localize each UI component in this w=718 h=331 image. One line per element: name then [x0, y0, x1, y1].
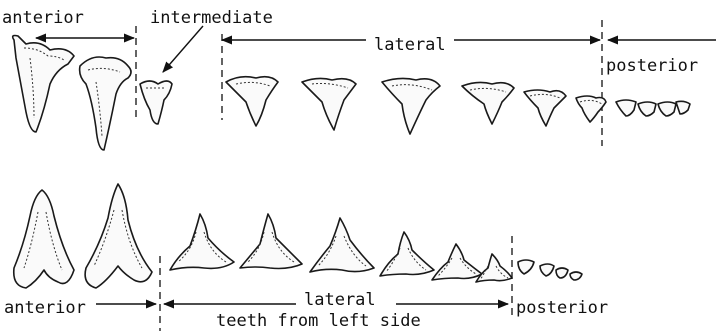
upper-anterior-tooth-1: [13, 36, 74, 133]
lower-lateral-tooth-3: [310, 218, 374, 272]
lower-lateral-tooth-2: [240, 214, 302, 269]
upper-lateral-label: lateral: [374, 35, 446, 55]
lower-anterior-tooth-1: [14, 190, 74, 288]
lower-lateral-tooth-1: [170, 214, 234, 270]
lower-lateral-tooth-5: [432, 244, 482, 280]
lower-anterior-tooth-2: [85, 184, 152, 288]
lower-anterior-label: anterior: [4, 298, 86, 318]
upper-anterior-tooth-2: [80, 57, 131, 150]
lower-posterior-label: posterior: [516, 298, 608, 318]
upper-intermediate-label: intermediate: [150, 8, 273, 28]
upper-lateral-tooth-2: [302, 78, 356, 130]
lower-caption: teeth from left side: [216, 311, 421, 331]
upper-intermediate-tooth: [140, 81, 172, 124]
lower-lateral-tooth-4: [380, 232, 434, 276]
upper-lateral-tooth-5: [524, 90, 566, 126]
upper-lateral-tooth-3: [382, 78, 440, 134]
intermediate-pointer-arrow: [163, 26, 203, 72]
upper-lateral-tooth-4: [462, 82, 514, 124]
lower-lateral-tooth-6: [476, 254, 512, 282]
upper-lateral-tooth-1: [226, 77, 278, 126]
lower-lateral-label: lateral: [304, 290, 376, 310]
lower-posterior-teeth: [518, 260, 582, 280]
upper-posterior-teeth: [616, 100, 690, 116]
upper-posterior-label: posterior: [606, 56, 698, 76]
upper-anterior-label: anterior: [2, 8, 84, 28]
